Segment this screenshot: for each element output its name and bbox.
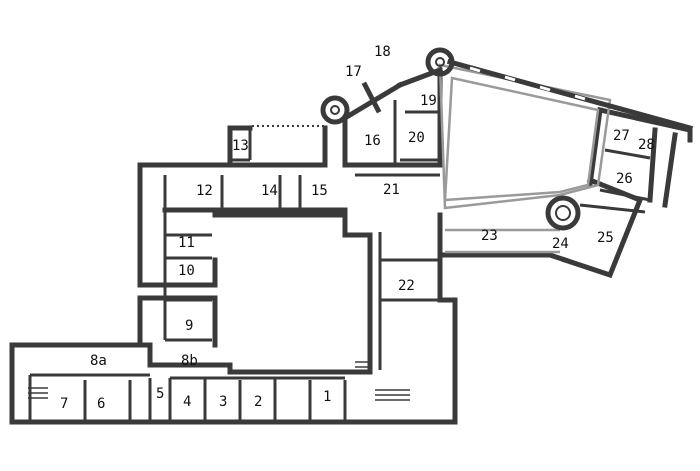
- room-label-12: 12: [196, 183, 213, 199]
- room-label-8b: 8b: [181, 353, 198, 369]
- room-label-23: 23: [481, 228, 498, 244]
- room-label-27: 27: [613, 128, 630, 144]
- ne-wall: [341, 58, 694, 132]
- room-label-10: 10: [178, 263, 195, 279]
- room-label-24: 24: [552, 236, 569, 252]
- room-label-26: 26: [616, 171, 633, 187]
- room-label-14: 14: [261, 183, 278, 199]
- tower-east: [545, 195, 581, 231]
- room-label-17: 17: [345, 64, 362, 80]
- room-label-8a: 8a: [90, 353, 107, 369]
- room-label-20: 20: [408, 130, 425, 146]
- room-label-22: 22: [398, 278, 415, 294]
- room-label-3: 3: [219, 394, 227, 410]
- room-label-16: 16: [364, 133, 381, 149]
- room-labels: 1 2 3 4 5 6 7 8a 8b 9 10 11 12 13 14 15 …: [60, 44, 655, 412]
- room-label-15: 15: [311, 183, 328, 199]
- room-label-18: 18: [374, 44, 391, 60]
- room-label-9: 9: [185, 318, 193, 334]
- outer-walls: [9, 67, 693, 425]
- room-label-21: 21: [383, 182, 400, 198]
- tower-west: [320, 95, 350, 125]
- room-label-4: 4: [183, 394, 191, 410]
- room-label-1: 1: [323, 389, 331, 405]
- towers: [320, 47, 581, 231]
- room-label-2: 2: [254, 394, 262, 410]
- stairs: [28, 361, 410, 401]
- room-label-5: 5: [156, 386, 164, 402]
- room-label-11: 11: [178, 235, 195, 251]
- courtyard: [438, 63, 612, 254]
- room-label-7: 7: [60, 396, 68, 412]
- room-label-25: 25: [597, 230, 614, 246]
- room-label-6: 6: [97, 396, 105, 412]
- room-label-19: 19: [420, 93, 437, 109]
- room-label-28: 28: [638, 137, 655, 153]
- room-label-13: 13: [232, 138, 249, 154]
